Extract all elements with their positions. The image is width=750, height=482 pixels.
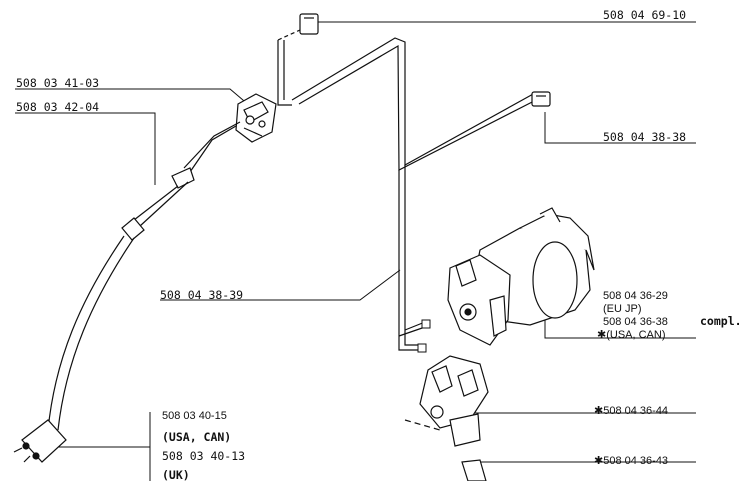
connector-top-icon bbox=[299, 13, 319, 35]
switch-icon bbox=[235, 93, 277, 143]
region-uk: (UK) bbox=[162, 468, 190, 482]
part-number-508-04-38-38: 508 04 38-38 bbox=[603, 130, 687, 144]
part-number-508-04-36-43: ✱508 04 36-43 bbox=[594, 455, 669, 467]
part-number-508-04-69-10: 508 04 69-10 bbox=[603, 8, 687, 22]
power-cord-icon bbox=[13, 121, 241, 463]
part-number-508-03-40-15: 508 03 40-15 bbox=[162, 410, 227, 422]
region-usa-can: ✱(USA, CAN) bbox=[597, 329, 666, 341]
brush-holder-icon bbox=[419, 355, 489, 481]
motor-icon bbox=[447, 207, 595, 346]
part-number-508-04-36-38: 508 04 36-38 bbox=[603, 316, 668, 328]
connector-right-icon bbox=[531, 91, 551, 107]
region-usa-can-cord: (USA, CAN) bbox=[162, 430, 232, 444]
part-number-508-03-41-03: 508 03 41-03 bbox=[16, 76, 100, 90]
part-number-508-04-36-29: 508 04 36-29 bbox=[603, 290, 668, 302]
region-eu-jp: (EU JP) bbox=[603, 303, 642, 315]
part-number-508-03-40-13: 508 03 40-13 bbox=[162, 449, 246, 463]
part-number-508-04-38-39: 508 04 38-39 bbox=[160, 288, 244, 302]
leader-lines bbox=[15, 21, 696, 481]
compl-label: compl. bbox=[700, 314, 742, 328]
wire-clip-icon bbox=[417, 319, 431, 353]
part-number-508-03-42-04: 508 03 42-04 bbox=[16, 100, 100, 114]
part-number-508-04-36-44: ✱508 04 36-44 bbox=[594, 405, 669, 417]
wire-harness bbox=[277, 29, 541, 431]
